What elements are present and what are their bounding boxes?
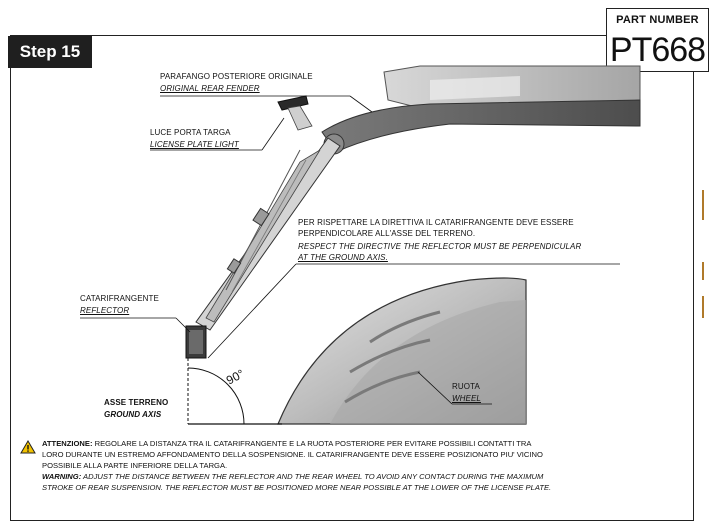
warning-line-2: STROKE OF REAR SUSPENSION. THE REFLECTOR… xyxy=(42,483,552,492)
ground-label-en: GROUND AXIS xyxy=(104,410,162,419)
wheel-label-it: RUOTA xyxy=(452,382,480,391)
rear-fender xyxy=(321,99,641,153)
right-angle-arc xyxy=(187,367,245,425)
warning-line-1: ADJUST THE DISTANCE BETWEEN THE REFLECTO… xyxy=(81,472,544,481)
attention-line-2: LORO DURANTE UN ESTREMO AFFONDAMENTO DEL… xyxy=(42,450,543,459)
part-number-label: PART NUMBER xyxy=(616,14,699,26)
step-frame xyxy=(10,35,694,521)
page-edge-mark xyxy=(702,190,704,220)
attention-title: ATTENZIONE: xyxy=(42,439,93,448)
wheel-label-en: WHEEL xyxy=(452,394,481,403)
directive-label-it-2: PERPENDICOLARE ALL'ASSE DEL TERRENO. xyxy=(298,229,476,238)
directive-label-en-1: RESPECT THE DIRECTIVE THE REFLECTOR MUST… xyxy=(298,242,582,251)
light-label-en: LICENSE PLATE LIGHT xyxy=(150,140,239,149)
license-plate-light xyxy=(277,95,309,111)
light-label-it: LUCE PORTA TARGA xyxy=(150,128,231,137)
part-number-box: PART NUMBER PT668 xyxy=(606,8,709,72)
warning-title: WARNING: xyxy=(42,472,82,481)
warning-triangle-icon xyxy=(20,440,36,454)
directive-label-en-2: AT THE GROUND AXIS. xyxy=(298,253,388,262)
warning-text: ATTENZIONE: REGOLARE LA DISTANZA TRA IL … xyxy=(42,438,682,493)
directive-label-it-1: PER RISPETTARE LA DIRETTIVA IL CATARIFRA… xyxy=(298,218,574,227)
attention-line-1: REGOLARE LA DISTANZA TRA IL CATARIFRANGE… xyxy=(92,439,532,448)
reflector-label-en: REFLECTOR xyxy=(80,306,130,315)
page-edge-mark xyxy=(702,296,704,318)
page-edge-mark xyxy=(702,262,704,280)
ground-label-it: ASSE TERRENO xyxy=(104,398,169,407)
fender-label-it: PARAFANGO POSTERIORE ORIGINALE xyxy=(160,72,313,81)
reflector-label-it: CATARIFRANGENTE xyxy=(80,294,159,303)
attention-line-3: POSSIBILE ALLA PARTE INFERIORE DELLA TAR… xyxy=(42,461,228,470)
fender-label-en: ORIGINAL REAR FENDER xyxy=(160,84,260,93)
part-number-value: PT668 xyxy=(609,31,706,69)
step-badge: Step 15 xyxy=(8,36,92,68)
